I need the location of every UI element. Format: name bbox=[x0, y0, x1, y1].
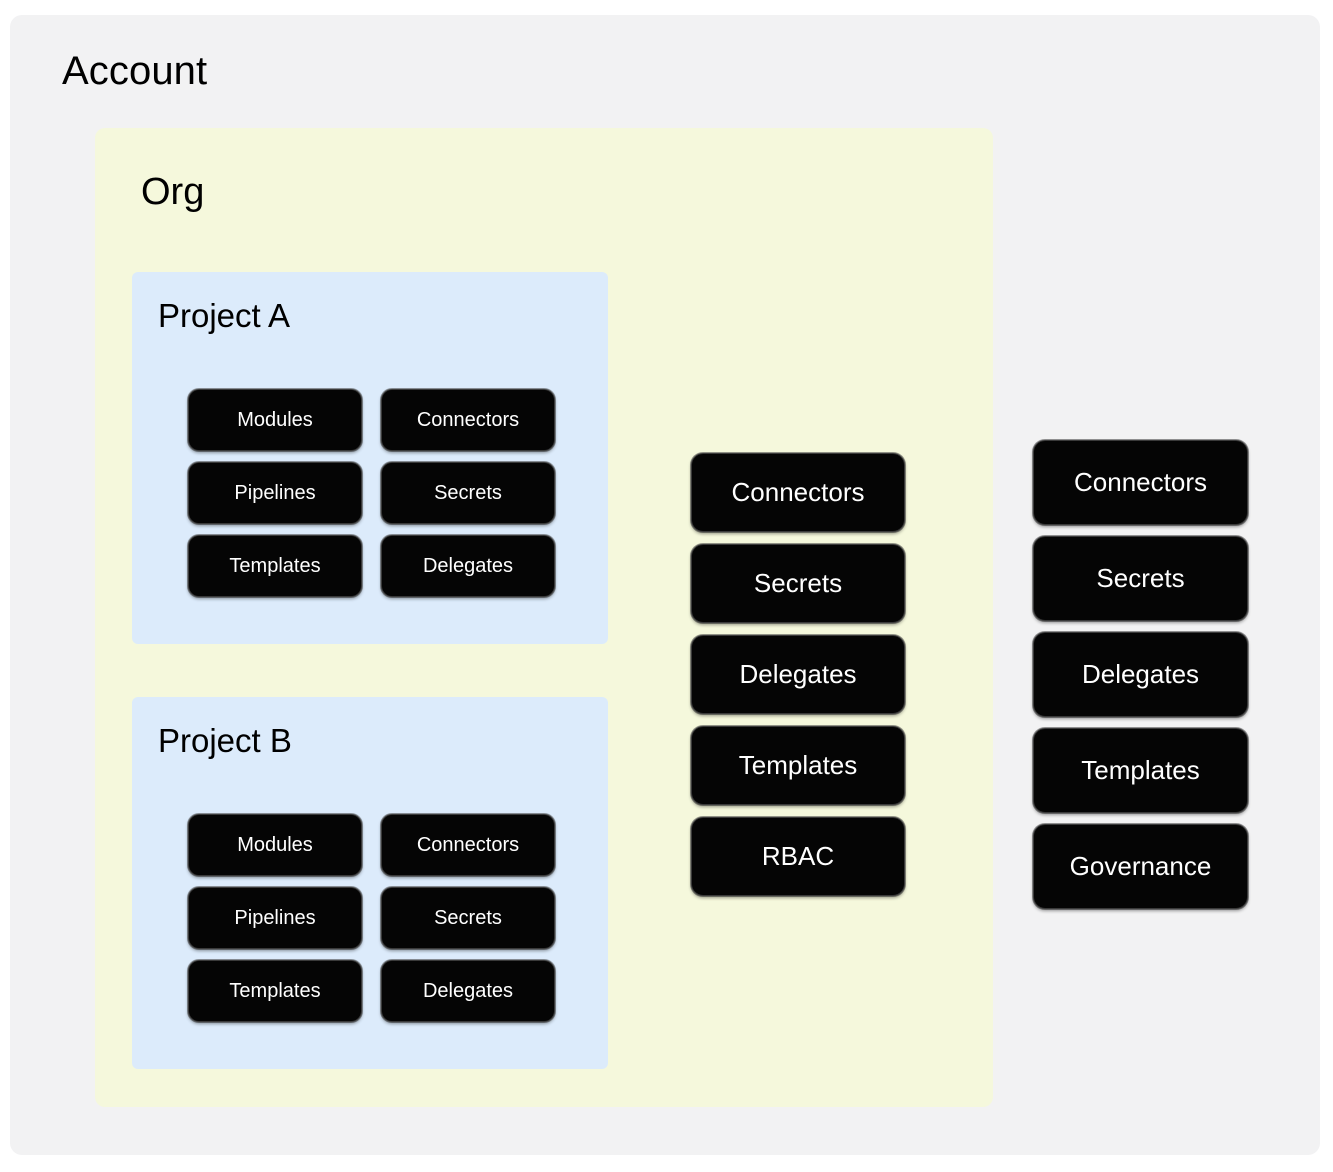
project-b-resource-card[interactable]: Delegates bbox=[381, 960, 555, 1022]
account-scope-title: Account bbox=[62, 49, 208, 93]
project-b-title: Project B bbox=[158, 722, 292, 759]
account-resource-card[interactable]: Delegates bbox=[1033, 632, 1248, 717]
project-b-resource-card[interactable]: Templates bbox=[188, 960, 362, 1022]
project-a-resource-card[interactable]: Delegates bbox=[381, 535, 555, 597]
project-b-resource-card[interactable]: Connectors bbox=[381, 814, 555, 876]
org-scope-container: Org Project A Modules Connectors Pipelin… bbox=[95, 128, 993, 1107]
project-a-resource-grid: Modules Connectors Pipelines Secrets Tem… bbox=[188, 389, 555, 597]
account-resource-column: Connectors Secrets Delegates Templates G… bbox=[1033, 440, 1248, 909]
org-resource-card[interactable]: RBAC bbox=[691, 817, 905, 896]
project-b-resource-card[interactable]: Pipelines bbox=[188, 887, 362, 949]
project-b-container: Project B Modules Connectors Pipelines S… bbox=[132, 697, 608, 1069]
project-a-container: Project A Modules Connectors Pipelines S… bbox=[132, 272, 608, 644]
org-resource-column: Connectors Secrets Delegates Templates R… bbox=[691, 453, 905, 896]
project-a-title: Project A bbox=[158, 297, 291, 334]
org-resource-card[interactable]: Templates bbox=[691, 726, 905, 805]
account-scope-container: Account Org Project A Modules Connectors… bbox=[10, 15, 1320, 1155]
org-scope-title: Org bbox=[141, 171, 205, 213]
project-a-resource-card[interactable]: Connectors bbox=[381, 389, 555, 451]
account-resource-card[interactable]: Connectors bbox=[1033, 440, 1248, 525]
account-resource-card[interactable]: Templates bbox=[1033, 728, 1248, 813]
org-resource-card[interactable]: Connectors bbox=[691, 453, 905, 532]
project-a-resource-card[interactable]: Pipelines bbox=[188, 462, 362, 524]
org-resource-card[interactable]: Secrets bbox=[691, 544, 905, 623]
project-a-resource-card[interactable]: Modules bbox=[188, 389, 362, 451]
org-resource-card[interactable]: Delegates bbox=[691, 635, 905, 714]
account-resource-card[interactable]: Governance bbox=[1033, 824, 1248, 909]
project-a-resource-card[interactable]: Secrets bbox=[381, 462, 555, 524]
project-b-resource-card[interactable]: Modules bbox=[188, 814, 362, 876]
project-b-resource-grid: Modules Connectors Pipelines Secrets Tem… bbox=[188, 814, 555, 1022]
project-b-resource-card[interactable]: Secrets bbox=[381, 887, 555, 949]
account-resource-card[interactable]: Secrets bbox=[1033, 536, 1248, 621]
project-a-resource-card[interactable]: Templates bbox=[188, 535, 362, 597]
